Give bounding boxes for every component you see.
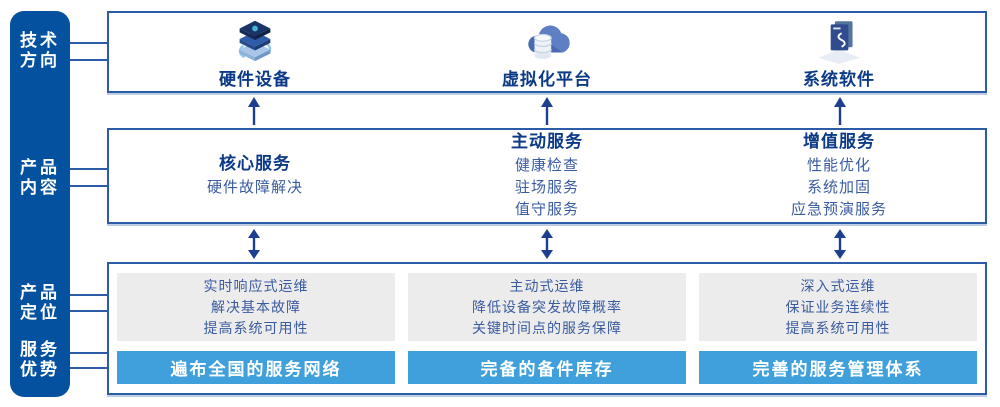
service-title: 增值服务	[803, 132, 875, 151]
sidebar-label-line: 优势	[20, 360, 60, 379]
up-arrow-icon	[107, 97, 400, 125]
service-item: 硬件故障解决	[206, 179, 303, 196]
positioning-advantage-box: 实时响应式运维 解决基本故障 提高系统可用性 遍布全国的服务网络 主动式运维 降…	[107, 262, 987, 395]
positioning-panel: 深入式运维 保证业务连续性 提高系统可用性	[699, 273, 977, 341]
service-item: 健康检查	[514, 157, 579, 174]
service-item: 应急预演服务	[790, 201, 887, 218]
tech-column-virtualization: 虚拟化平台	[401, 13, 693, 91]
server-stack-icon	[230, 14, 280, 64]
service-column-proactive: 主动服务 健康检查 驻场服务 值守服务	[401, 130, 693, 222]
double-arrow-icon	[400, 229, 693, 259]
tech-column-system-software: 系统软件	[693, 13, 985, 91]
positioning-line: 降低设备突发故障概率	[472, 298, 622, 315]
category-sidebar: 技术 方向 产品 内容 产品 定位 服务 优势	[10, 11, 70, 397]
sidebar-label-tech-direction: 技术 方向	[10, 31, 70, 71]
advantage-bar: 完备的备件库存	[408, 351, 686, 384]
bottom-column-proactive: 主动式运维 降低设备突发故障概率 关键时间点的服务保障 完备的备件库存	[408, 273, 686, 384]
positioning-line: 提高系统可用性	[203, 319, 309, 336]
sidebar-label-line: 产品	[20, 283, 60, 302]
positioning-line: 关键时间点的服务保障	[472, 319, 622, 336]
service-item: 性能优化	[806, 157, 871, 174]
tech-label: 系统软件	[803, 70, 875, 89]
sidebar-label-line: 产品	[20, 158, 60, 177]
sidebar-label-line: 定位	[20, 303, 60, 322]
service-title: 主动服务	[511, 132, 583, 151]
connector-line	[70, 42, 108, 44]
cloud-database-icon	[522, 14, 572, 64]
up-arrow-icon	[400, 97, 693, 125]
product-content-box: 核心服务 硬件故障解决 主动服务 健康检查 驻场服务 值守服务 增值服务 性能优…	[107, 128, 987, 224]
tech-label: 硬件设备	[219, 70, 291, 89]
bottom-column-realtime: 实时响应式运维 解决基本故障 提高系统可用性 遍布全国的服务网络	[117, 273, 395, 384]
service-column-value-added: 增值服务 性能优化 系统加固 应急预演服务	[693, 130, 985, 222]
positioning-panel: 主动式运维 降低设备突发故障概率 关键时间点的服务保障	[408, 273, 686, 341]
tech-direction-box: 硬件设备 虚拟化平台	[107, 11, 987, 93]
tech-column-hardware: 硬件设备	[109, 13, 401, 91]
positioning-line: 解决基本故障	[211, 298, 301, 315]
sidebar-label-line: 技术	[20, 31, 60, 50]
up-arrow-row	[107, 97, 987, 125]
bottom-column-deep: 深入式运维 保证业务连续性 提高系统可用性 完善的服务管理体系	[699, 273, 977, 384]
up-arrow-icon	[694, 97, 987, 125]
sidebar-label-line: 内容	[20, 178, 60, 197]
sidebar-label-service-advantage: 服务 优势	[10, 340, 70, 380]
double-arrow-icon	[107, 229, 400, 259]
sidebar-label-line: 服务	[20, 340, 60, 359]
connector-line	[70, 352, 108, 354]
connector-line	[70, 310, 108, 312]
connector-line	[70, 59, 108, 61]
connector-line	[70, 185, 108, 187]
positioning-line: 保证业务连续性	[785, 298, 891, 315]
software-window-icon	[814, 14, 864, 64]
positioning-line: 深入式运维	[800, 277, 876, 294]
sidebar-label-product-positioning: 产品 定位	[10, 283, 70, 323]
double-arrow-icon	[694, 229, 987, 259]
service-item: 驻场服务	[514, 179, 579, 196]
sidebar-label-product-content: 产品 内容	[10, 158, 70, 198]
service-item: 系统加固	[806, 179, 871, 196]
tech-label: 虚拟化平台	[502, 70, 592, 89]
connector-line	[70, 367, 108, 369]
connector-line	[70, 168, 108, 170]
positioning-line: 实时响应式运维	[203, 277, 309, 294]
advantage-bar: 完善的服务管理体系	[699, 351, 977, 384]
double-arrow-row	[107, 229, 987, 259]
positioning-line: 主动式运维	[509, 277, 585, 294]
sidebar-label-line: 方向	[20, 51, 60, 70]
service-column-core: 核心服务 硬件故障解决	[109, 130, 401, 222]
advantage-bar: 遍布全国的服务网络	[117, 351, 395, 384]
connector-line	[70, 294, 108, 296]
service-title: 核心服务	[219, 154, 291, 173]
positioning-line: 提高系统可用性	[785, 319, 891, 336]
service-item: 值守服务	[514, 201, 579, 218]
positioning-panel: 实时响应式运维 解决基本故障 提高系统可用性	[117, 273, 395, 341]
